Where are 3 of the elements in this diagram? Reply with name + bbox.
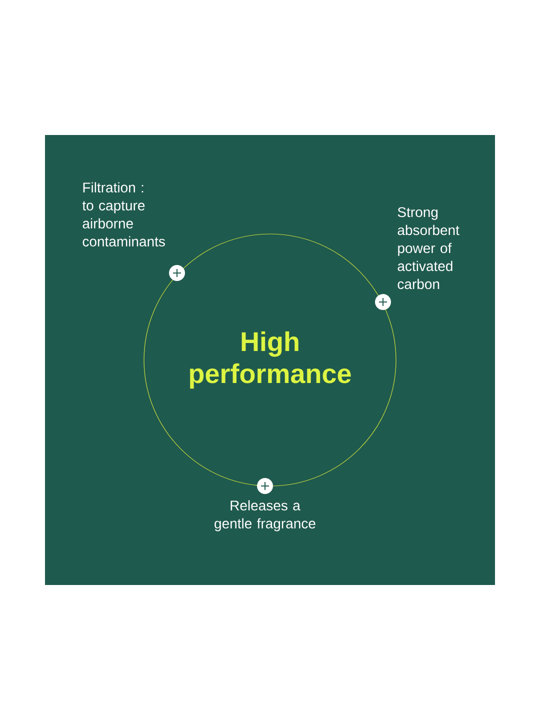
- feature-text: Strong absorbent power of activated carbon: [398, 207, 460, 290]
- feature-text: Filtration : to capture airborne contaminants: [82, 182, 165, 246]
- feature-text: Releases a gentle fragrance: [214, 500, 316, 532]
